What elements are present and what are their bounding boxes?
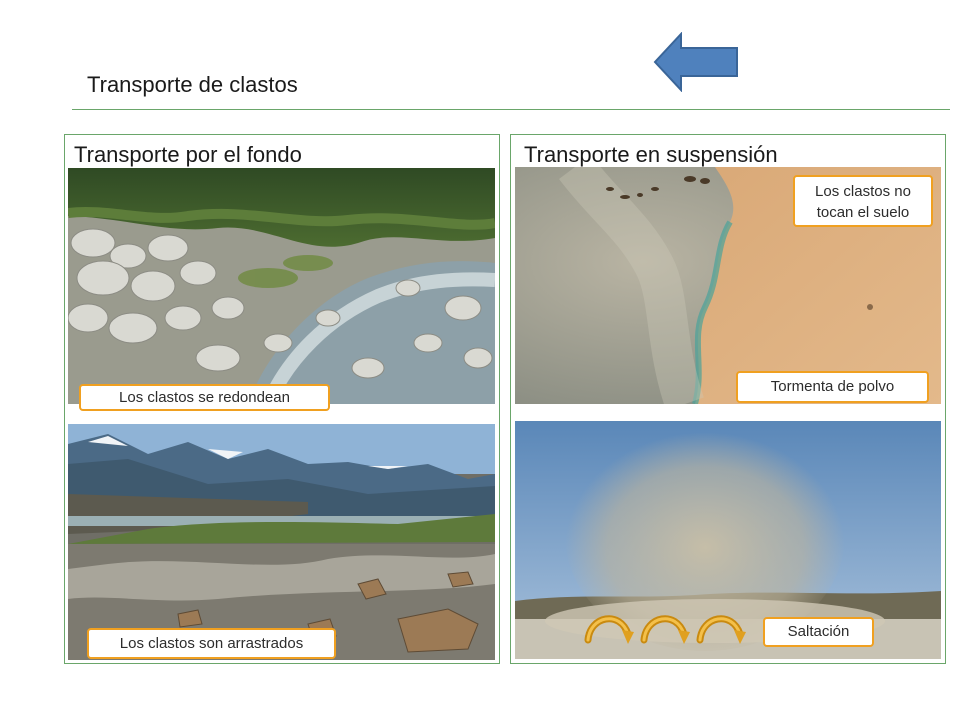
caption-clasts-no-touch: Los clastos no tocan el suelo bbox=[793, 175, 933, 227]
caption-dragged-clasts: Los clastos son arrastrados bbox=[87, 628, 336, 659]
panel-heading-suspension-transport: Transporte en suspensión bbox=[524, 142, 778, 167]
title-divider bbox=[72, 109, 950, 110]
page-title: Transporte de clastos bbox=[87, 72, 298, 97]
panel-heading-bottom-transport: Transporte por el fondo bbox=[74, 142, 302, 167]
saltation-arrows-icon bbox=[584, 615, 746, 644]
left-arrow-icon[interactable] bbox=[653, 32, 740, 92]
caption-rounded-clasts: Los clastos se redondean bbox=[79, 384, 330, 411]
river-boulders-photo bbox=[68, 168, 495, 404]
glacier-valley-photo bbox=[68, 424, 495, 660]
caption-dust-storm: Tormenta de polvo bbox=[736, 371, 929, 403]
caption-saltation: Saltación bbox=[763, 617, 874, 647]
